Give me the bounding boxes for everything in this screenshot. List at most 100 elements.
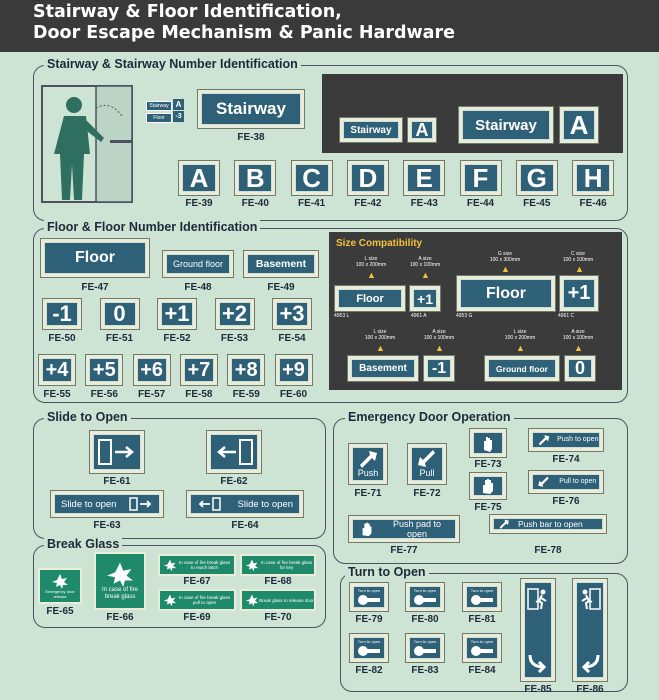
sign-code: FE-81 [468,614,496,625]
sign-code: FE-58 [185,389,213,400]
sign-code: FE-43 [410,198,438,209]
compat-basement-sign: Basement [347,355,419,382]
sign-code: FE-85 [524,684,552,695]
turn-to-open-sign: Turn to open [349,633,389,663]
break-glass-icon [245,559,259,572]
compat-code: 4961 C [558,313,575,319]
compat-code: 4953 L [334,313,350,319]
slide-right-icon [98,439,134,465]
arrow-icon: ▲ [574,343,583,353]
sign-code: FE-63 [93,520,121,531]
floor-number-sign: -1 [42,298,82,330]
sign-code: FE-54 [278,333,306,344]
slide-left-icon [217,439,253,465]
fe68-sign: In case of fire break glass for key [240,554,316,576]
break-glass-section-title: Break Glass [44,537,123,551]
ground-floor-sign: Ground floor [162,250,234,278]
floor-sign: Floor [40,238,150,278]
basement-sign: Basement [243,250,319,278]
floor-number-sign: +3 [272,298,312,330]
slide-right-icon [129,497,152,511]
turn-to-open-text: Turn to open [357,638,381,644]
floor-number-sign: +8 [227,354,266,386]
letter-sign: G [515,160,558,196]
sign-code: FE-55 [43,389,71,400]
floor-number-sign: +4 [38,354,76,386]
break-glass-icon [245,594,259,607]
turn-knob-icon [414,645,436,656]
sign-code: FE-53 [220,333,249,344]
fe70-sign: Break glass to release door [240,589,316,611]
slide-to-open-left-sign: Slide to open [186,490,304,518]
sign-code: FE-73 [474,459,502,470]
floor-section [33,228,628,403]
turn-arrow-icon [528,654,547,673]
sign-code: FE-52 [163,333,191,344]
sign-code: FE-61 [103,476,131,487]
in-case-of-fire-sign: In case of fire break glass [94,552,146,610]
sign-code: FE-44 [466,198,495,209]
arrow-icon: ▲ [516,343,525,353]
letter-sign: H [572,160,615,196]
size-compatibility-title: Size Compatibility [336,238,423,249]
letter-sign: C [290,160,333,196]
turn-to-open-text: Turn to open [357,587,381,593]
sign-code: FE-71 [354,488,382,499]
compat-minus1-sign: -1 [423,355,455,382]
floor-number-sign: +6 [132,354,171,386]
hand-push-icon [538,435,550,446]
break-glass-icon [52,574,68,589]
push-icon-sign [469,428,507,458]
illustration-letter-tag: A [173,99,184,110]
sign-code: FE-74 [552,454,580,465]
sign-code: FE-84 [468,665,496,676]
pull-sign: Pull [407,443,447,485]
floor-number-sign: +7 [179,354,218,386]
hand-icon [362,522,372,537]
break-glass-icon [163,594,177,607]
page-header: Stairway & Floor Identification, Door Es… [0,0,659,52]
sign-code: FE-50 [48,333,76,344]
turn-to-open-sign: Turn to open [462,582,502,612]
break-glass-section [33,545,326,628]
sign-code: FE-70 [264,612,292,623]
sign-code: FE-64 [231,520,259,531]
slide-section-title: Slide to Open [44,410,131,424]
slide-left-sign [206,430,262,474]
header-line-1: Stairway & Floor Identification, [33,2,342,22]
sign-code: FE-46 [579,198,607,209]
turn-to-open-text: Turn to open [470,587,494,593]
sign-code: FE-38 [237,132,265,143]
stairway-illustration [40,78,188,204]
arrow-icon: ▲ [435,343,444,353]
sign-code: FE-83 [411,665,439,676]
sign-code: FE-59 [232,389,260,400]
emergency-door-release-sign: Emergency door release [38,568,82,604]
sign-code: FE-40 [241,198,269,209]
sign-code: FE-56 [90,389,118,400]
sign-code: FE-69 [183,612,211,623]
hand-pull-icon [418,450,435,467]
compat-floor-sign: Floor [334,285,406,312]
illustration-floor-tag: Floor [146,113,172,123]
exit-sign-left [520,578,556,682]
hand-push-icon [499,519,509,529]
compat-code: 4953 G [456,313,473,319]
sign-code: FE-77 [390,545,418,556]
letter-sign: B [234,160,277,196]
push-sign: Push [348,443,388,485]
letter-sign: E [403,160,446,196]
floor-number-sign: +1 [157,298,197,330]
fe69-sign: In case of fire break glass pull to open [158,589,236,611]
hand-pull-icon [538,476,549,487]
example-stairway-small: Stairway [339,117,403,143]
illustration-stairway-tag: Stairway [146,101,172,111]
illustration-number-tag: -3 [173,111,184,122]
turn-to-open-sign: Turn to open [349,582,389,612]
sign-code: FE-78 [534,545,562,556]
